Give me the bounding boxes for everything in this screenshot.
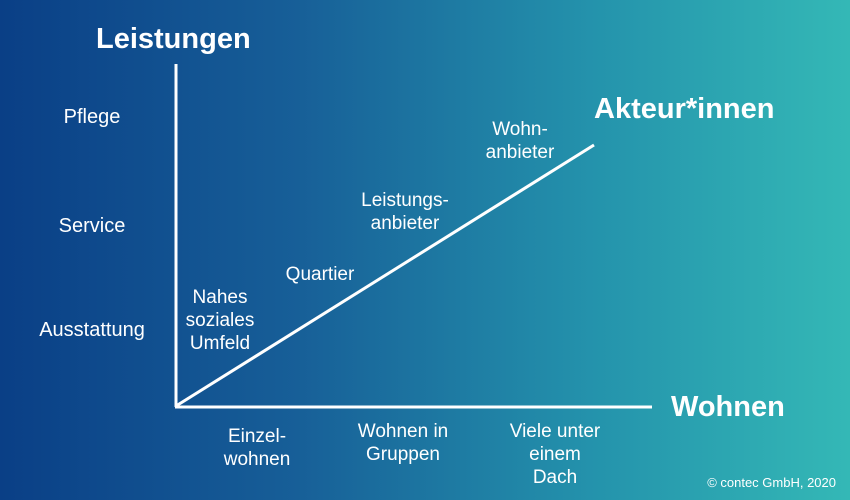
x-category-wohnen-in-gruppen: Wohnen in Gruppen [357, 421, 449, 465]
x-axis-title: Wohnen [671, 391, 785, 423]
copyright-text: © contec GmbH, 2020 [707, 475, 836, 490]
x-category-einzelwohnen: Einzel- wohnen [223, 426, 291, 470]
diagonal-label-quartier: Quartier [285, 264, 355, 285]
x-category-viele-unter-einem-dach: Viele unter einem Dach [509, 421, 601, 488]
diagonal-axis-line [175, 143, 595, 408]
y-category-service: Service [58, 215, 126, 237]
diagonal-axis-title: Akteur*innen [594, 93, 775, 125]
y-category-pflege: Pflege [63, 106, 121, 128]
diagonal-label-nahes-soziales-umfeld: Nahes soziales Umfeld [185, 287, 255, 354]
y-category-ausstattung: Ausstattung [39, 319, 145, 341]
diagonal-label-leistungsanbieter: Leistungs- anbieter [361, 190, 449, 234]
y-axis-title: Leistungen [96, 23, 251, 55]
diagonal-label-wohnanbieter: Wohn- anbieter [485, 119, 555, 163]
